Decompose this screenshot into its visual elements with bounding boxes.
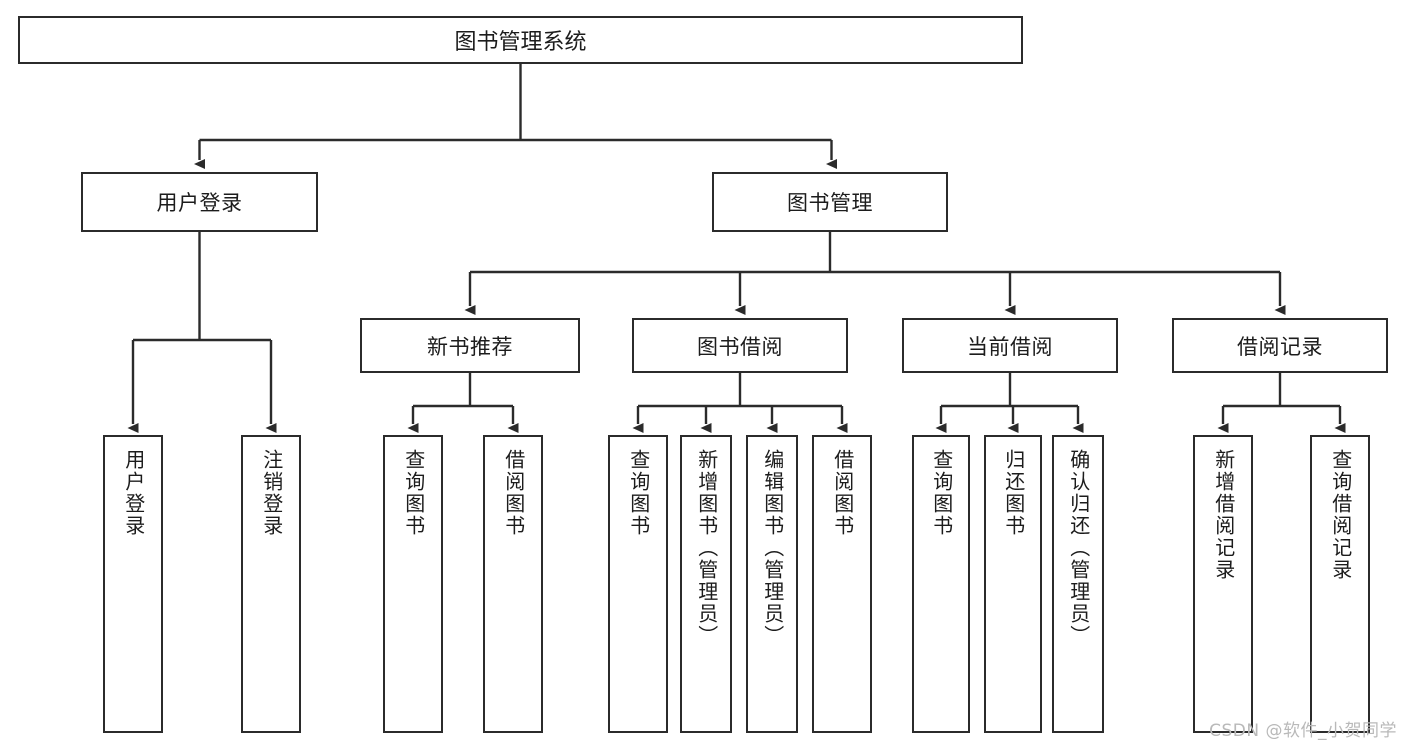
leaf-borrow-book[interactable]: 借阅图书 bbox=[812, 435, 872, 733]
leaf-return-book[interactable]: 归还图书 bbox=[984, 435, 1042, 733]
node-user-login[interactable]: 用户登录 bbox=[81, 172, 318, 232]
leaf-add-borrow-record[interactable]: 新增借阅记录 bbox=[1193, 435, 1253, 733]
leaf-borrow-book-newbook[interactable]: 借阅图书 bbox=[483, 435, 543, 733]
leaf-query-borrow-record-label: 查询借阅记录 bbox=[1328, 449, 1353, 581]
node-new-book-recommend[interactable]: 新书推荐 bbox=[360, 318, 580, 373]
leaf-query-book-newbook-label: 查询图书 bbox=[401, 449, 426, 537]
leaf-confirm-return-admin[interactable]: 确认归还（管理员） bbox=[1052, 435, 1104, 733]
leaf-query-book-borrow-label: 查询图书 bbox=[626, 449, 651, 537]
node-book-management[interactable]: 图书管理 bbox=[712, 172, 948, 232]
leaf-logout-label: 注销登录 bbox=[259, 449, 284, 537]
node-borrow-record-label: 借阅记录 bbox=[1237, 334, 1323, 359]
leaf-add-book-admin[interactable]: 新增图书（管理员） bbox=[680, 435, 732, 733]
leaf-borrow-book-label: 借阅图书 bbox=[830, 449, 855, 537]
leaf-add-borrow-record-label: 新增借阅记录 bbox=[1211, 449, 1236, 581]
leaf-query-borrow-record[interactable]: 查询借阅记录 bbox=[1310, 435, 1370, 733]
node-book-borrow[interactable]: 图书借阅 bbox=[632, 318, 848, 373]
leaf-borrow-book-newbook-label: 借阅图书 bbox=[501, 449, 526, 537]
node-book-management-label: 图书管理 bbox=[787, 191, 873, 215]
leaf-return-book-label: 归还图书 bbox=[1001, 449, 1026, 537]
leaf-edit-book-admin[interactable]: 编辑图书（管理员） bbox=[746, 435, 798, 733]
node-current-borrow-label: 当前借阅 bbox=[967, 334, 1053, 359]
leaf-query-book-borrow[interactable]: 查询图书 bbox=[608, 435, 668, 733]
csdn-watermark: CSDN @软件_小贺同学 bbox=[1209, 721, 1397, 741]
leaf-logout[interactable]: 注销登录 bbox=[241, 435, 301, 733]
leaf-user-login-label: 用户登录 bbox=[121, 449, 146, 537]
leaf-edit-book-admin-label: 编辑图书（管理员） bbox=[760, 449, 785, 647]
node-root[interactable]: 图书管理系统 bbox=[18, 16, 1023, 64]
leaf-query-book-newbook[interactable]: 查询图书 bbox=[383, 435, 443, 733]
leaf-query-book-current[interactable]: 查询图书 bbox=[912, 435, 970, 733]
leaf-user-login[interactable]: 用户登录 bbox=[103, 435, 163, 733]
node-current-borrow[interactable]: 当前借阅 bbox=[902, 318, 1118, 373]
node-book-borrow-label: 图书借阅 bbox=[697, 334, 783, 359]
node-borrow-record[interactable]: 借阅记录 bbox=[1172, 318, 1388, 373]
leaf-add-book-admin-label: 新增图书（管理员） bbox=[694, 449, 719, 647]
leaf-confirm-return-admin-label: 确认归还（管理员） bbox=[1066, 449, 1091, 647]
leaf-query-book-current-label: 查询图书 bbox=[929, 449, 954, 537]
node-user-login-label: 用户登录 bbox=[156, 191, 243, 215]
node-root-label: 图书管理系统 bbox=[454, 30, 587, 55]
node-new-book-recommend-label: 新书推荐 bbox=[427, 334, 513, 359]
